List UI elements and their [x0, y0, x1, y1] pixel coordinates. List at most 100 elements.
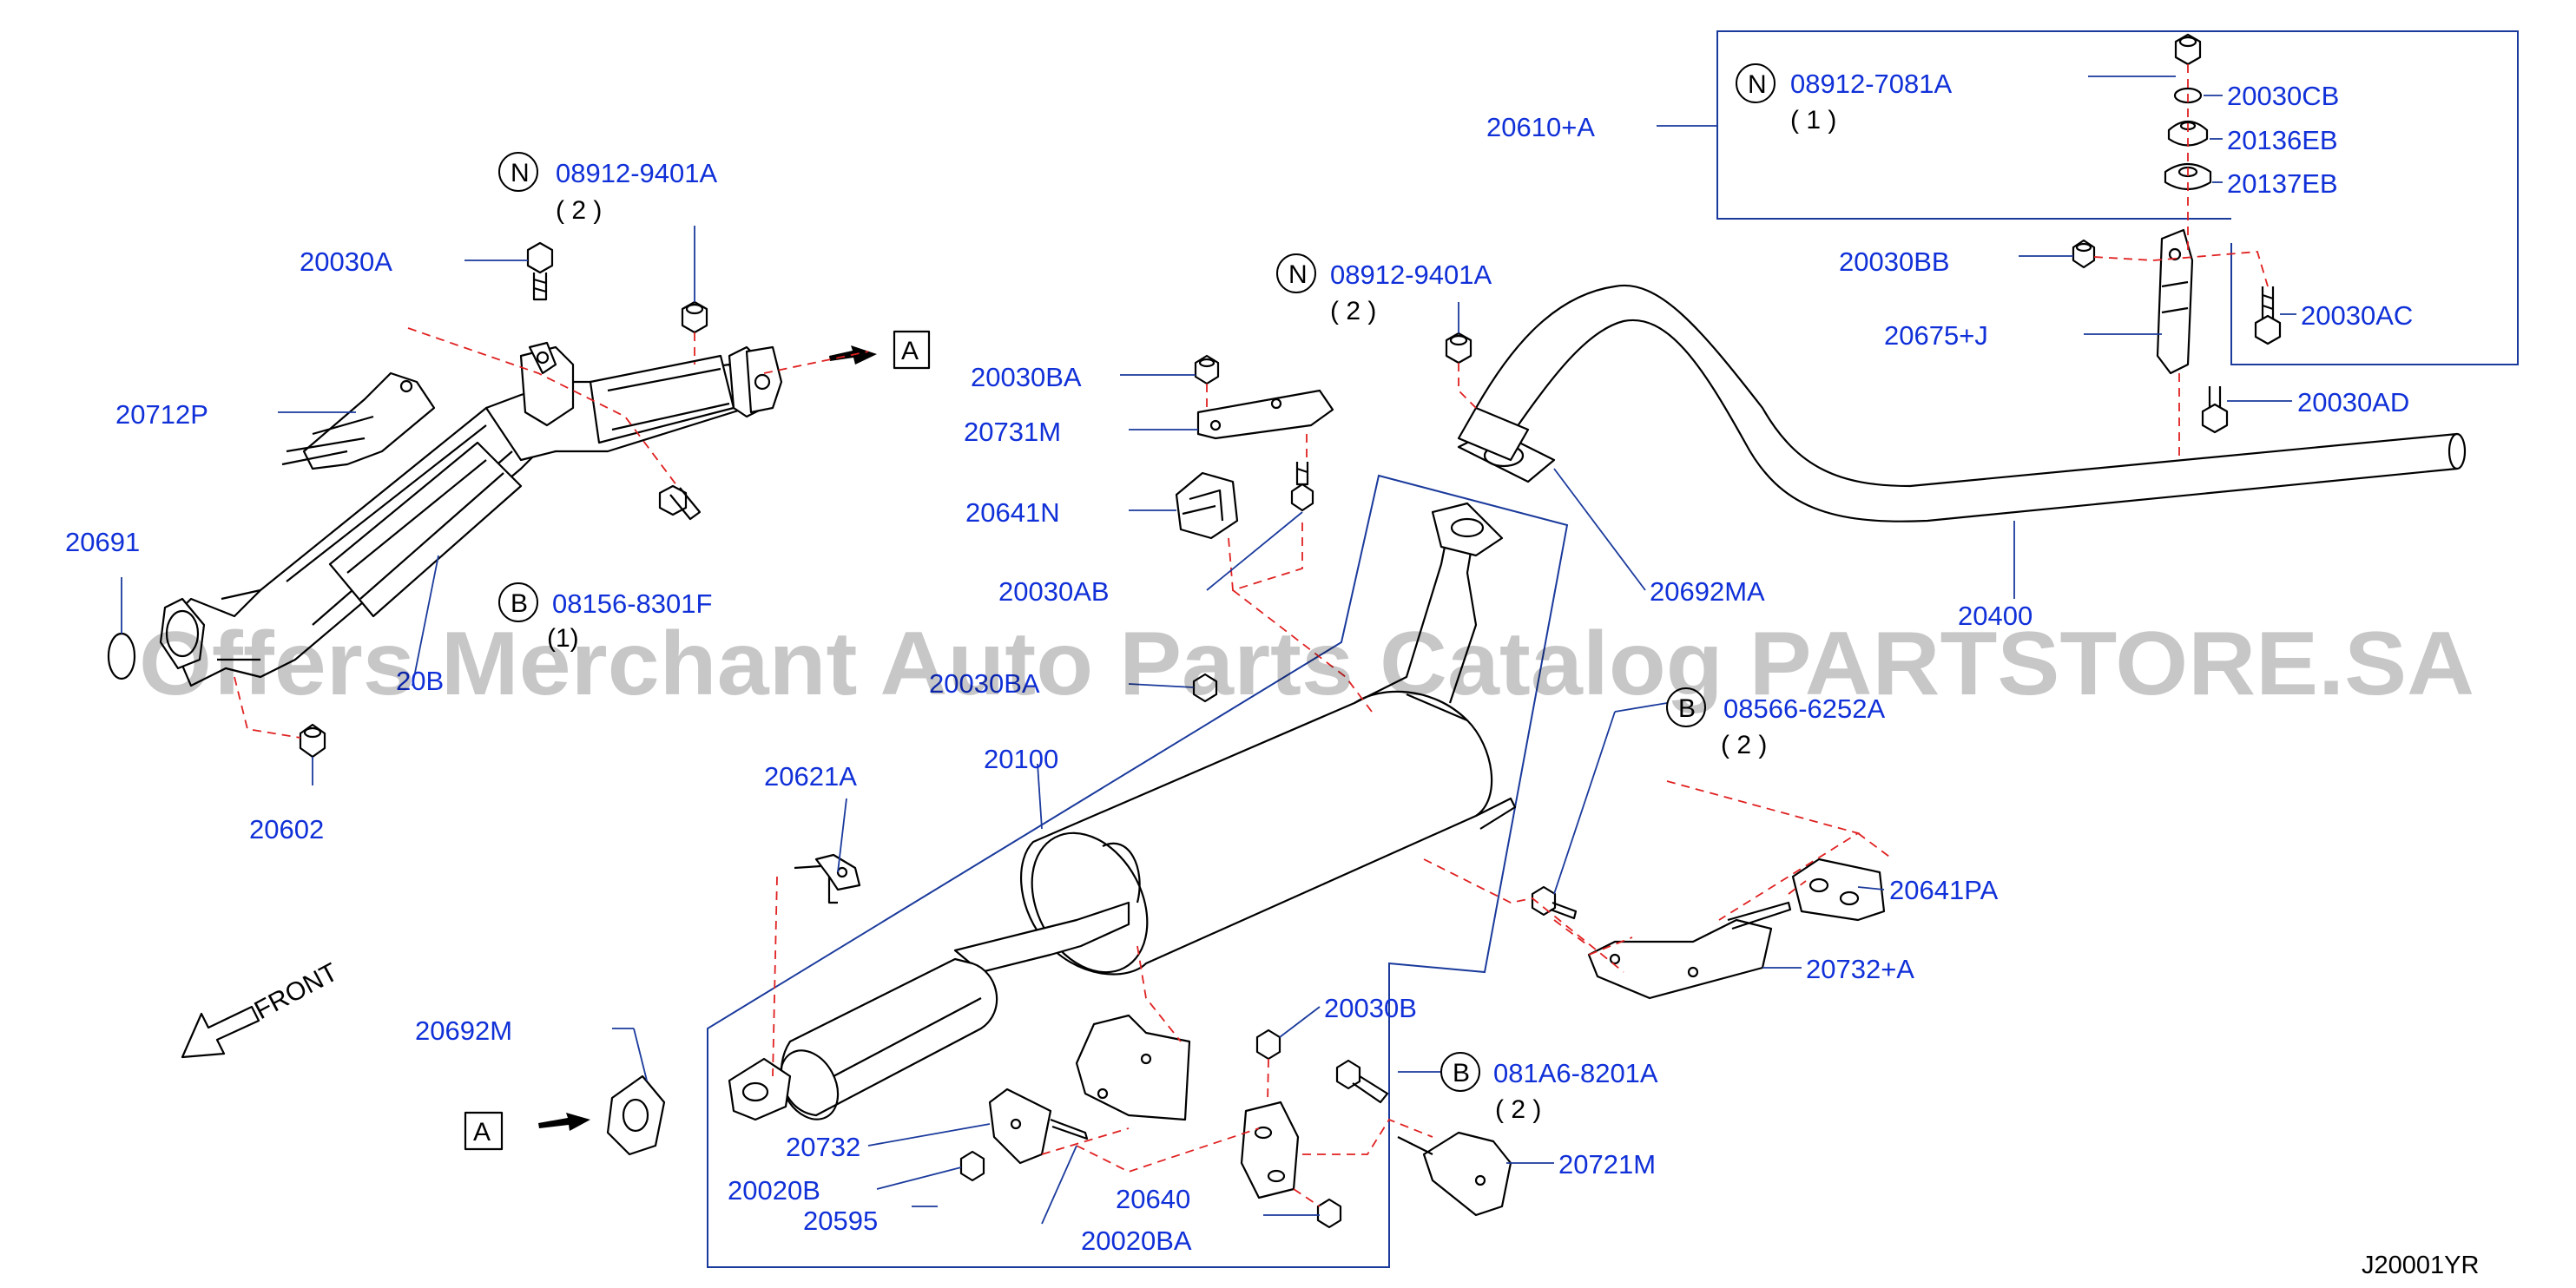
- bolt-20030ad: [2201, 386, 2229, 434]
- label-20030ba-lower[interactable]: 20030BA: [929, 668, 1040, 699]
- label-20692m[interactable]: 20692M: [415, 1015, 512, 1046]
- nut-20030b: [1255, 1028, 1281, 1061]
- label-081a6-8201a[interactable]: 081A6-8201A: [1493, 1058, 1658, 1088]
- front-direction-arrow: FRONT: [181, 958, 343, 1059]
- diagram-code: J20001YR: [2362, 1252, 2479, 1279]
- label-20030ac[interactable]: 20030AC: [2301, 300, 2413, 331]
- rubber-mount-20641pa: [1791, 858, 1886, 922]
- label-20030bb[interactable]: 20030BB: [1839, 246, 1950, 277]
- gasket-20692m: [606, 1074, 666, 1156]
- badge-b-6252: B: [1666, 687, 1706, 727]
- label-20136eb[interactable]: 20136EB: [2227, 125, 2338, 155]
- ref-mark-a-bottom: A: [473, 1118, 491, 1147]
- label-20b[interactable]: 20B: [396, 666, 444, 696]
- ref-box-a-bottom: A: [464, 1111, 590, 1151]
- svg-text:B: B: [1678, 694, 1696, 723]
- label-20030cb[interactable]: 20030CB: [2227, 81, 2339, 111]
- bushing-20137eb: [2164, 162, 2212, 191]
- qty-2-6252: ( 2 ): [1721, 731, 1767, 759]
- ref-box-a-top: A: [829, 330, 931, 370]
- nut-20030ba-lower: [1192, 673, 1218, 703]
- bracket-20732a: [1587, 901, 1792, 1000]
- qty-1-7081: ( 1 ): [1790, 106, 1836, 135]
- label-20691[interactable]: 20691: [65, 527, 140, 557]
- label-20692ma[interactable]: 20692MA: [1650, 576, 1765, 607]
- label-20030a[interactable]: 20030A: [300, 246, 392, 277]
- rubber-mount-20721m-side: [1240, 1101, 1300, 1199]
- label-20400[interactable]: 20400: [1958, 601, 2032, 631]
- nut-20602: [299, 723, 326, 759]
- bracket-20732: [988, 1088, 1089, 1165]
- nut-20595: [959, 1150, 985, 1182]
- rubber-mount-20641n: [1175, 471, 1239, 540]
- qty-2-mid: ( 2 ): [1330, 297, 1376, 325]
- label-20640[interactable]: 20640: [1116, 1184, 1190, 1214]
- bolt-081a6-8201a: [1335, 1059, 1389, 1104]
- qty-2-top: ( 2 ): [556, 196, 602, 225]
- bolt-20030ac: [2254, 286, 2282, 345]
- bolt-08156-8301f: [658, 484, 702, 521]
- qty-1-08156: (1): [547, 624, 579, 653]
- svg-text:B: B: [511, 589, 528, 618]
- badge-b-8201: B: [1440, 1052, 1480, 1092]
- label-20100[interactable]: 20100: [984, 744, 1058, 774]
- nut-08912-7081a: [2174, 33, 2202, 66]
- front-label: FRONT: [250, 958, 343, 1026]
- bracket-20721m: [1397, 1131, 1512, 1217]
- label-08156-8301f[interactable]: 08156-8301F: [552, 588, 712, 619]
- bolt-08566-6252a: [1531, 885, 1578, 920]
- bolt-20030ab: [1290, 462, 1314, 512]
- nut-08912-9401a-mid: [1445, 332, 1472, 365]
- label-20621a[interactable]: 20621A: [764, 761, 857, 792]
- rear-hanger-group-box: [1716, 30, 2519, 365]
- muffler-group-box: [707, 474, 1569, 1268]
- part-labels[interactable]: 20030A 08912-9401A ( 2 ) 20712P 20691 08…: [65, 69, 2413, 1256]
- label-20641n[interactable]: 20641N: [965, 497, 1060, 528]
- watermark-text: Offers Merchant Auto Parts Catalog PARTS…: [139, 614, 2474, 714]
- badge-n-mid: N: [1276, 253, 1316, 293]
- label-08912-9401a-top[interactable]: 08912-9401A: [556, 158, 717, 188]
- hanger-20675j: [2156, 228, 2194, 375]
- badge-n-7081: N: [1736, 63, 1776, 103]
- assembly-dash-lines: [234, 64, 2269, 1207]
- leader-lines: [121, 76, 2296, 1225]
- bracket-20731m: [1194, 354, 1334, 440]
- nut-08912-9401a-top: [681, 300, 708, 334]
- label-20610a[interactable]: 20610+A: [1486, 112, 1595, 142]
- svg-text:N: N: [511, 159, 530, 187]
- qty-2-8201: ( 2 ): [1495, 1095, 1541, 1124]
- label-20595[interactable]: 20595: [803, 1206, 878, 1236]
- label-20137eb[interactable]: 20137EB: [2227, 168, 2338, 199]
- label-20602[interactable]: 20602: [249, 814, 324, 844]
- bracket-20621a: [794, 853, 861, 904]
- heat-shield-20712p: [281, 371, 436, 470]
- heat-shield-20640: [1075, 1014, 1191, 1121]
- label-20712p[interactable]: 20712P: [115, 399, 208, 430]
- bolt-20030a: [526, 241, 554, 301]
- badge-n-top: N: [498, 152, 538, 192]
- ref-mark-a-top: A: [901, 337, 919, 365]
- nut-20030bb: [2072, 239, 2096, 269]
- label-08912-9401a-mid[interactable]: 08912-9401A: [1330, 260, 1492, 290]
- label-20675j[interactable]: 20675+J: [1884, 320, 1988, 351]
- label-20020ba[interactable]: 20020BA: [1081, 1226, 1192, 1256]
- label-08912-7081a[interactable]: 08912-7081A: [1790, 69, 1952, 99]
- resonator-pipe: [728, 901, 1130, 1121]
- label-20732[interactable]: 20732: [786, 1132, 860, 1162]
- label-20030ba[interactable]: 20030BA: [971, 362, 1082, 392]
- label-20731m[interactable]: 20731M: [964, 417, 1061, 447]
- gasket-ring-20691: [107, 632, 136, 680]
- svg-text:N: N: [1288, 260, 1308, 289]
- label-20020b[interactable]: 20020B: [728, 1175, 820, 1206]
- label-20721m[interactable]: 20721M: [1558, 1149, 1656, 1180]
- tail-pipe-20400: [1457, 284, 2467, 522]
- label-20030b[interactable]: 20030B: [1324, 993, 1417, 1023]
- label-20641pa[interactable]: 20641PA: [1889, 875, 1999, 905]
- label-20732a[interactable]: 20732+A: [1806, 954, 1914, 984]
- badge-b-08156: B: [498, 582, 538, 622]
- label-08566-6252a[interactable]: 08566-6252A: [1723, 693, 1885, 724]
- label-20030ab[interactable]: 20030AB: [998, 576, 1110, 607]
- label-20030ad[interactable]: 20030AD: [2297, 387, 2409, 417]
- svg-text:B: B: [1453, 1059, 1470, 1088]
